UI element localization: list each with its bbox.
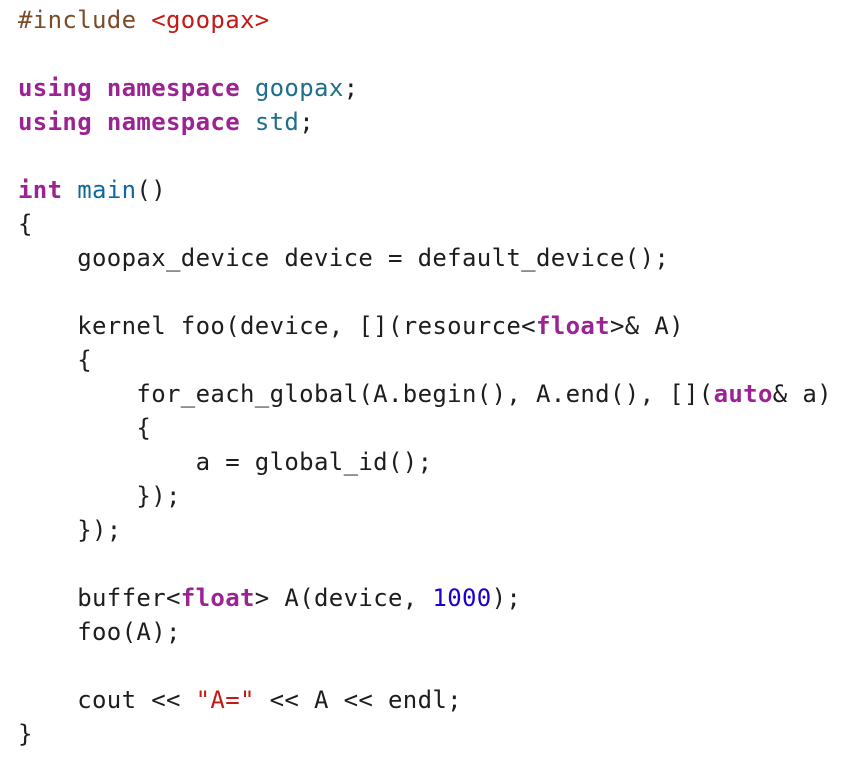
code-token-string: "A=" (195, 686, 255, 714)
code-token-string: <goopax> (151, 6, 270, 34)
code-token-plain: << A << endl; (254, 686, 462, 714)
code-line: { (18, 343, 832, 377)
code-line: using namespace std; (18, 105, 832, 139)
code-token-plain (62, 176, 77, 204)
code-token-plain: >& A) (609, 312, 684, 340)
code-token-plain: () (136, 176, 167, 204)
code-token-plain: for_each_global(A.begin(), A.end(), []( (18, 380, 714, 408)
code-token-plain: & a) (772, 380, 832, 408)
code-token-keyword: using (18, 108, 92, 136)
code-line (18, 547, 832, 581)
code-token-plain: foo(A); (18, 618, 181, 646)
code-token-plain: }); (18, 482, 181, 510)
code-token-plain: > A(device, (254, 584, 433, 612)
code-line: { (18, 411, 832, 445)
code-token-plain: goopax_device device = default_device(); (18, 244, 670, 272)
code-line (18, 139, 832, 173)
code-line: foo(A); (18, 615, 832, 649)
code-token-keyword: namespace (106, 108, 241, 136)
code-token-keyword: int (18, 176, 63, 204)
code-token-plain: } (18, 720, 33, 748)
code-line (18, 37, 832, 71)
code-token-plain: buffer< (18, 584, 181, 612)
code-line: int main() (18, 173, 832, 207)
code-token-plain: a = global_id(); (18, 448, 433, 476)
code-line: cout << "A=" << A << endl; (18, 683, 832, 717)
code-token-ident: std (254, 108, 300, 136)
code-view: #include <goopax> using namespace goopax;… (18, 3, 832, 751)
code-line: buffer<float> A(device, 1000); (18, 581, 832, 615)
code-token-keyword: using (18, 74, 92, 102)
code-token-plain: { (18, 346, 92, 374)
code-token-plain (240, 108, 255, 136)
code-line: { (18, 207, 832, 241)
code-token-plain (92, 108, 107, 136)
code-token-plain: }); (18, 516, 122, 544)
code-token-func: main (77, 176, 137, 204)
code-token-plain: { (18, 414, 152, 442)
code-token-keyword: auto (713, 380, 773, 408)
code-line: kernel foo(device, [](resource<float>& A… (18, 309, 832, 343)
code-line (18, 649, 832, 683)
code-line: using namespace goopax; (18, 71, 832, 105)
code-token-plain: kernel foo(device, [](resource< (18, 312, 536, 340)
code-token-plain: cout << (18, 686, 196, 714)
code-line: a = global_id(); (18, 445, 832, 479)
code-token-plain: ); (491, 584, 522, 612)
code-token-preproc: #include (18, 6, 152, 34)
code-token-keyword: float (535, 312, 610, 340)
code-line: }); (18, 479, 832, 513)
code-line: for_each_global(A.begin(), A.end(), [](a… (18, 377, 832, 411)
code-token-plain: ; (299, 108, 315, 136)
code-line: #include <goopax> (18, 3, 832, 37)
code-line: }); (18, 513, 832, 547)
code-token-keyword: namespace (106, 74, 241, 102)
code-token-ident: goopax (254, 74, 344, 102)
code-token-number: 1000 (432, 584, 492, 612)
code-token-plain: ; (343, 74, 359, 102)
code-token-plain: { (18, 210, 33, 238)
code-token-keyword: float (180, 584, 255, 612)
code-token-plain (92, 74, 107, 102)
code-token-plain (240, 74, 255, 102)
code-line (18, 275, 832, 309)
code-line: goopax_device device = default_device(); (18, 241, 832, 275)
code-line: } (18, 717, 832, 751)
